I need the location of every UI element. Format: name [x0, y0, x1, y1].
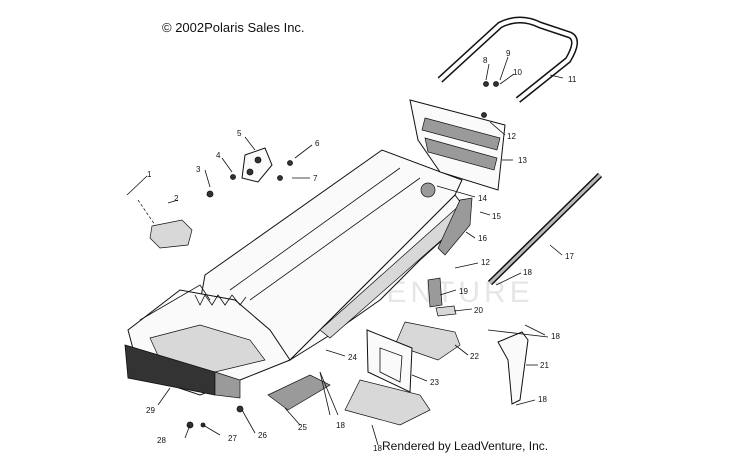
callout-18d: 18 [336, 421, 345, 430]
part-13-grille [409, 99, 506, 191]
callout-26: 26 [258, 431, 267, 440]
part-20-block [435, 305, 457, 317]
callout-4: 4 [216, 151, 221, 160]
callout-15: 15 [492, 212, 501, 221]
callout-25: 25 [298, 423, 307, 432]
callout-22: 22 [470, 352, 479, 361]
front-bulkhead [124, 284, 291, 399]
part-5-plate [241, 147, 273, 183]
callout-2: 2 [174, 194, 179, 203]
callout-12b: 12 [481, 258, 490, 267]
callout-5: 5 [237, 129, 242, 138]
part-2-bracket [149, 219, 193, 249]
part-16-bumper [437, 197, 473, 256]
callout-19: 19 [459, 287, 468, 296]
callout-17: 17 [565, 252, 574, 261]
callout-18a: 18 [523, 268, 532, 277]
callout-18b: 18 [551, 332, 560, 341]
callout-20: 20 [474, 306, 483, 315]
callout-13: 13 [518, 156, 527, 165]
callout-1: 1 [147, 170, 152, 179]
callout-10: 10 [513, 68, 522, 77]
callout-labels: 1 2 3 4 5 6 7 8 9 10 11 12 13 14 15 16 1… [146, 49, 577, 453]
part-21-brace [497, 331, 529, 405]
callout-14: 14 [478, 194, 487, 203]
callout-11: 11 [568, 75, 577, 84]
rendered-by-text: Rendered by LeadVenture, Inc. [382, 439, 549, 453]
copyright-text: © 2002Polaris Sales Inc. [162, 20, 305, 35]
callout-18c: 18 [538, 395, 547, 404]
callout-16: 16 [478, 234, 487, 243]
callout-8: 8 [483, 56, 488, 65]
callout-21: 21 [540, 361, 549, 370]
part-19-clip [427, 277, 443, 308]
callout-27: 27 [228, 434, 237, 443]
callout-7: 7 [313, 174, 318, 183]
callout-6: 6 [315, 139, 320, 148]
chassis-tunnel [194, 149, 471, 379]
part-23-skid [344, 379, 431, 426]
part-25-plate [267, 374, 331, 411]
callout-12: 12 [507, 132, 516, 141]
leader-lines [126, 56, 564, 446]
callout-9: 9 [506, 49, 511, 58]
callout-3: 3 [196, 165, 201, 174]
callout-18e: 18 [373, 444, 382, 453]
callout-23: 23 [430, 378, 439, 387]
callout-24: 24 [348, 353, 357, 362]
callout-29: 29 [146, 406, 155, 415]
callout-28: 28 [157, 436, 166, 445]
